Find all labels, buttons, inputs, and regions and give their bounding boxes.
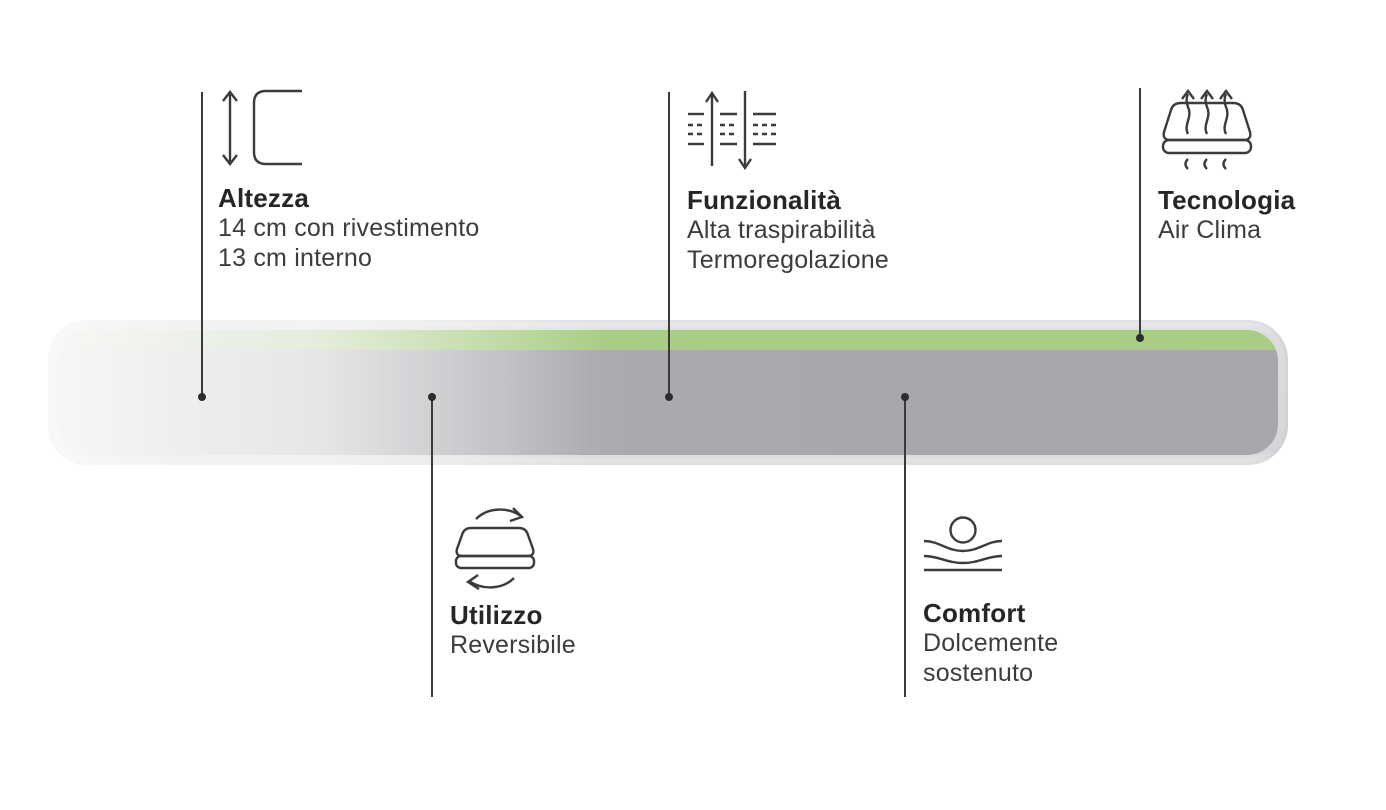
- callout-tecnologia: Tecnologia Air Clima: [1158, 86, 1295, 245]
- leader-line-tecnologia: [1139, 88, 1141, 338]
- leader-dot-comfort: [901, 393, 909, 401]
- leader-line-utilizzo: [431, 397, 433, 697]
- callout-title: Altezza: [218, 183, 309, 213]
- leader-line-altezza: [201, 92, 203, 397]
- reversible-icon: [454, 507, 536, 591]
- callout-title: Comfort: [923, 598, 1026, 628]
- callout-title: Funzionalità: [687, 185, 842, 215]
- callout-altezza: Altezza 14 cm con rivestimento 13 cm int…: [218, 88, 479, 273]
- callout-title: Utilizzo: [450, 600, 543, 630]
- height-icon: [222, 89, 302, 166]
- callout-text: sostenuto: [923, 659, 1034, 687]
- callout-comfort: Comfort Dolcemente sostenuto: [923, 516, 1058, 688]
- callout-text: Reversibile: [450, 631, 576, 659]
- callout-utilizzo: Utilizzo Reversibile: [450, 503, 576, 660]
- leader-dot-utilizzo: [428, 393, 436, 401]
- leader-dot-tecnologia: [1136, 334, 1144, 342]
- leader-dot-altezza: [198, 393, 206, 401]
- leader-line-funzionalita: [668, 92, 670, 397]
- leader-line-comfort: [904, 397, 906, 697]
- leader-dot-funzionalita: [665, 393, 673, 401]
- callout-text: 14 cm con rivestimento: [218, 214, 480, 242]
- breathability-icon: [688, 90, 776, 171]
- callout-text: Air Clima: [1158, 216, 1262, 244]
- callout-title: Tecnologia: [1158, 185, 1296, 215]
- comfort-icon: [923, 516, 1003, 572]
- callout-text: 13 cm interno: [218, 244, 373, 272]
- callout-text: Termoregolazione: [687, 246, 889, 274]
- air-clima-icon: [1161, 89, 1253, 170]
- callout-funzionalita: Funzionalità Alta traspirabilità Termore…: [687, 88, 889, 275]
- callout-text: Dolcemente: [923, 629, 1059, 657]
- callout-text: Alta traspirabilità: [687, 216, 876, 244]
